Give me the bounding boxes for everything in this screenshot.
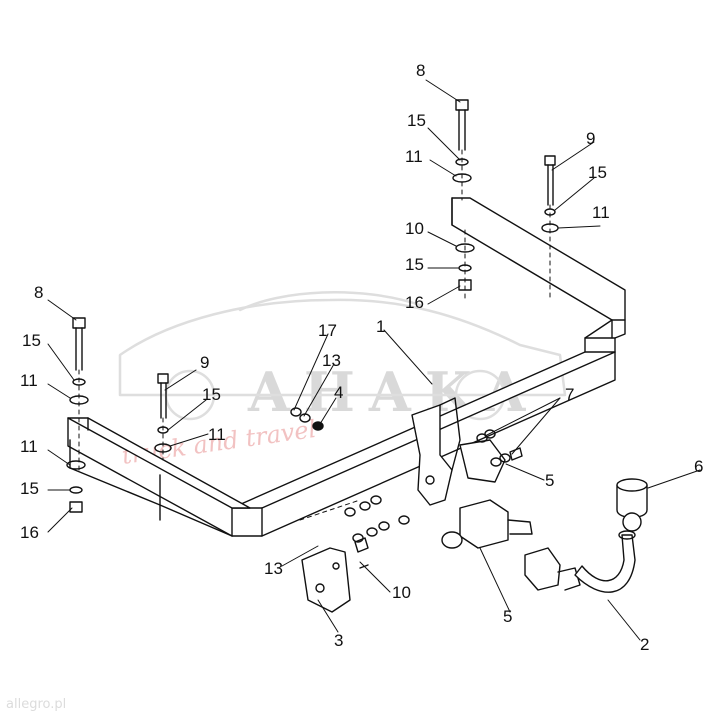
bolt-set-lower [344,495,410,569]
watermark-footer: allegro.pl [6,697,67,712]
callout-9: 9 [200,353,210,372]
callout-15: 15 [22,331,41,350]
assembly-guide-lines [78,149,551,521]
callout-11: 11 [20,437,38,456]
callout-3: 3 [334,631,344,650]
washers-and-nuts [66,158,559,513]
bolt-8-left [72,317,86,371]
bolt-9-right [544,155,556,206]
callout-11: 11 [208,425,226,444]
callout-1: 1 [376,317,386,336]
electrical-socket [441,499,533,549]
cable-connector [524,547,581,591]
socket-plate [459,439,506,483]
tow-ball-cap [616,478,648,532]
callout-8: 8 [34,283,44,302]
callout-11: 11 [405,147,423,166]
bolt-8-right [455,99,469,151]
mounting-bracket-upper [411,397,461,506]
callout-11: 11 [20,371,38,390]
callout-16: 16 [405,293,424,312]
tow-ball-neck [574,530,636,593]
callout-10: 10 [392,583,411,602]
callout-11: 11 [592,203,610,222]
main-crossbeam [67,197,626,537]
callout-15: 15 [20,479,39,498]
callout-15: 15 [405,255,424,274]
callout-4: 4 [334,383,344,402]
callout-2: 2 [640,635,650,654]
callout-15: 15 [588,163,607,182]
callout-leaders [47,79,701,641]
callout-13: 13 [264,559,283,578]
callout-5: 5 [503,607,513,626]
callout-9: 9 [586,129,596,148]
callout-15: 15 [202,385,221,404]
callout-16: 16 [20,523,39,542]
callout-10: 10 [405,219,424,238]
callout-7: 7 [565,385,575,404]
callout-13: 13 [322,351,341,370]
callout-6: 6 [694,457,704,476]
mounting-bracket-3 [301,547,351,613]
callout-8: 8 [416,61,426,80]
callout-5: 5 [545,471,555,490]
bolts-with-washers-7 [476,429,523,467]
callout-17: 17 [318,321,337,340]
callout-15: 15 [407,111,426,130]
